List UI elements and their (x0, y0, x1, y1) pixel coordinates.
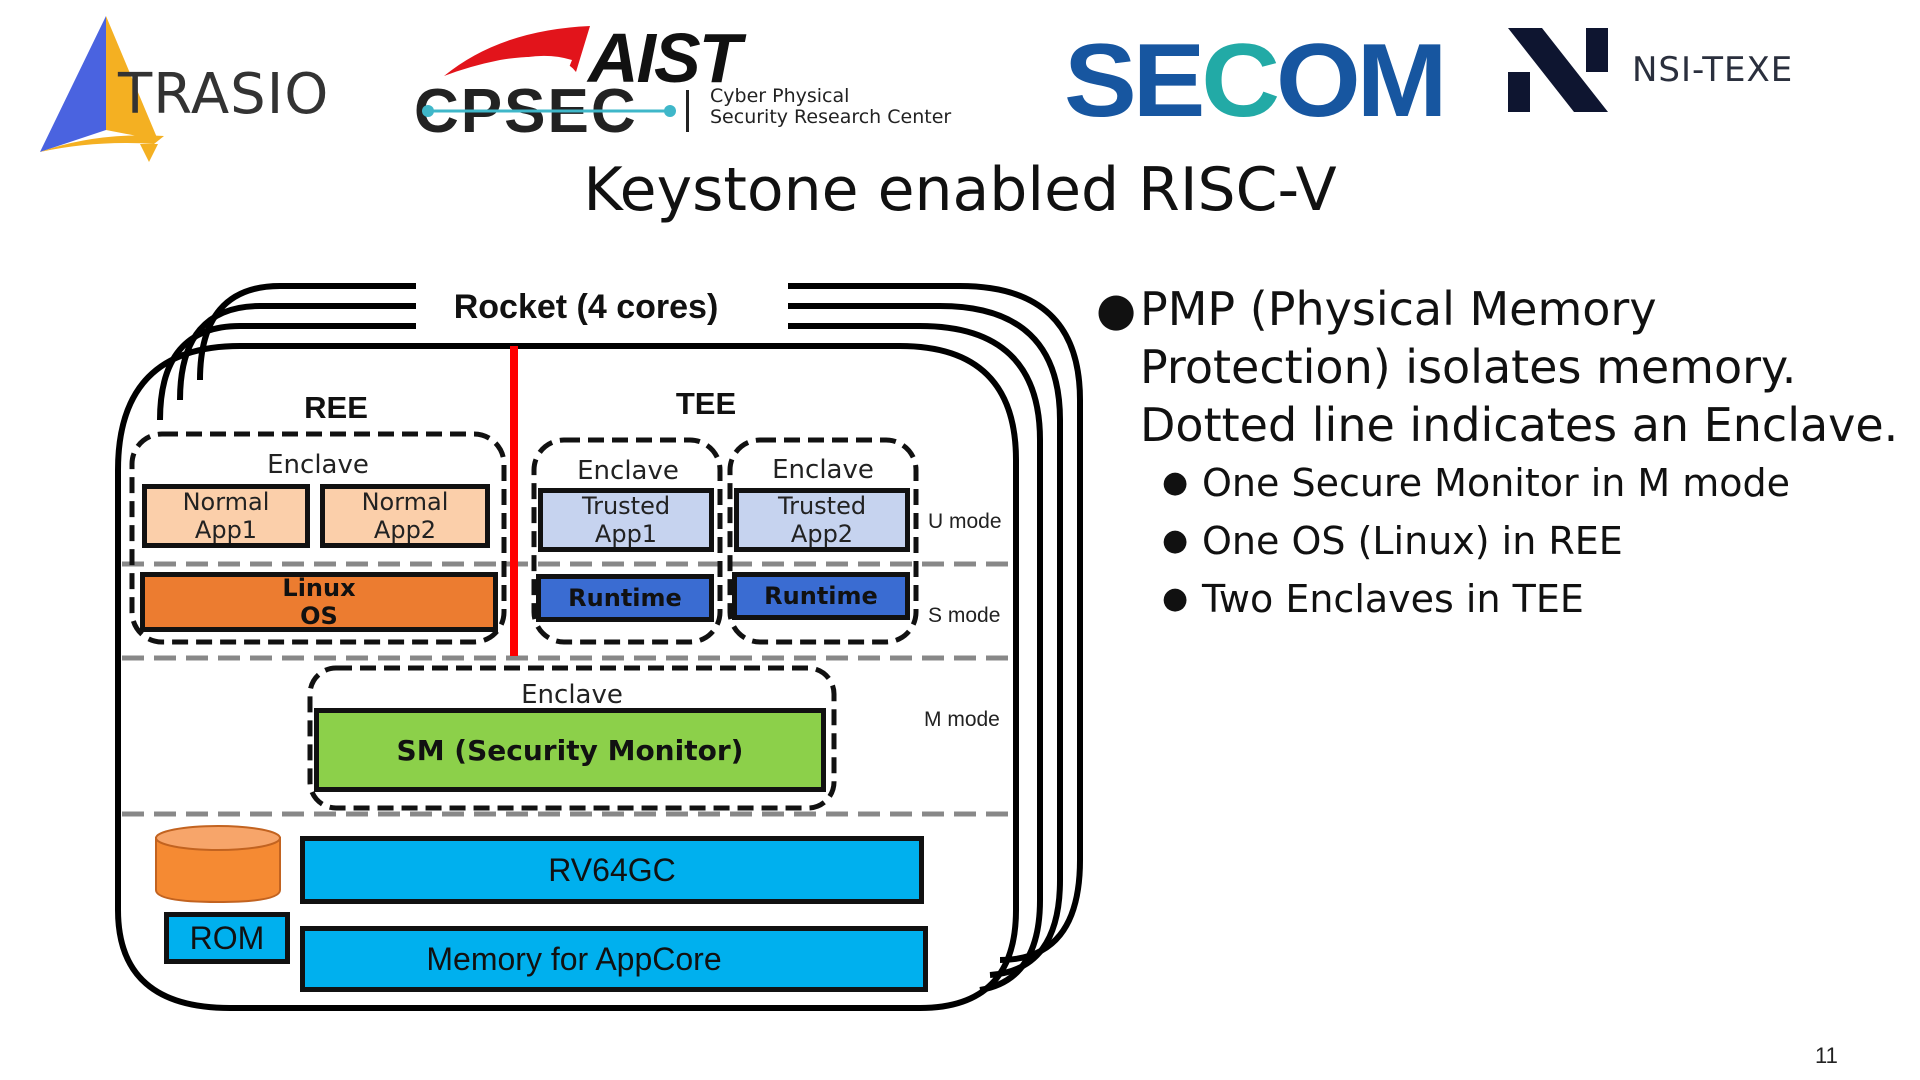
cpsec-divider (686, 90, 689, 132)
secom-logo-c: C (1201, 23, 1280, 139)
bullet-dot-icon: ● (1096, 282, 1137, 336)
memory-appcore-label: Memory for AppCore (426, 940, 722, 977)
normal-app2-line1: Normal (361, 488, 449, 516)
mode-dividers (122, 561, 1010, 817)
cpsec-subtitle-line1: Cyber Physical (710, 85, 850, 107)
sub-bullet-item: ● One OS (Linux) in REE (1162, 512, 1790, 570)
normal-app1-line2: App1 (194, 516, 258, 544)
tee-enclave1-label: Enclave (577, 456, 679, 486)
trasio-logo-text: TRASIO (118, 62, 330, 127)
ree-label: REE (304, 390, 368, 425)
page-number: 11 (1815, 1043, 1838, 1068)
runtime2-box: Runtime (732, 572, 910, 620)
ree-enclave-outline (129, 431, 507, 645)
trusted-app1-line2: App1 (594, 520, 658, 548)
trasio-sail-icon (40, 16, 164, 162)
slide-title: Keystone enabled RISC-V (583, 155, 1337, 225)
s-mode-label: S mode (928, 604, 1001, 627)
tee-enclave1-outline (531, 437, 723, 645)
linux-os-line2: OS (300, 602, 338, 630)
ree-enclave-label: Enclave (267, 450, 369, 480)
cpsec-subtitle: Cyber Physical Security Research Center (710, 86, 951, 128)
sub-bullet-text: Two Enclaves in TEE (1202, 577, 1584, 621)
nsi-n-mark-icon (1508, 28, 1608, 112)
rom-box: ROM (164, 912, 290, 964)
runtime1-label: Runtime (568, 584, 682, 612)
sub-bullet-text: One Secure Monitor in M mode (1202, 461, 1791, 505)
sub-bullet-item: ● Two Enclaves in TEE (1162, 570, 1790, 628)
sm-enclave-label: Enclave (521, 680, 623, 710)
core-stack-outlines (115, 283, 1083, 1011)
runtime2-label: Runtime (764, 582, 878, 610)
normal-app1-line1: Normal (182, 488, 270, 516)
trusted-app2-line2: App2 (790, 520, 854, 548)
core-outline-2 (157, 323, 1043, 993)
bullet-dot-icon: ● (1162, 465, 1189, 500)
sub-bullet-item: ● One Secure Monitor in M mode (1162, 454, 1791, 512)
secom-logo-part: OM (1275, 23, 1448, 139)
main-bullet-line2: Protection) isolates memory. (1140, 340, 1797, 394)
secom-logo-part: SE (1064, 23, 1205, 139)
rom-label: ROM (189, 919, 265, 956)
bullet-dot-icon: ● (1162, 581, 1189, 616)
aist-swoosh-icon (444, 26, 590, 76)
security-monitor-box: SM (Security Monitor) (314, 708, 826, 792)
normal-app2-line2: App2 (373, 516, 437, 544)
aist-logo-text: AIST (588, 19, 741, 97)
bullet-dot-icon: ● (1162, 523, 1189, 558)
secom-logo: SECOM (1064, 22, 1448, 141)
nsi-texe-text: NSI-TEXE (1632, 50, 1794, 90)
main-bullet-line3: Dotted line indicates an Enclave. (1140, 398, 1899, 452)
m-mode-label: M mode (924, 708, 1000, 731)
tee-enclave2-label: Enclave (772, 455, 874, 485)
security-monitor-label: SM (Security Monitor) (396, 733, 744, 767)
rv64gc-label: RV64GC (548, 851, 676, 888)
main-bullet-line1: PMP (Physical Memory (1140, 282, 1657, 336)
sub-bullet-text: One OS (Linux) in REE (1202, 519, 1623, 563)
rv64gc-box: RV64GC (300, 836, 924, 904)
runtime1-box: Runtime (536, 574, 714, 622)
trusted-app1-line1: Trusted (581, 492, 671, 520)
trusted-app2-line1: Trusted (777, 492, 867, 520)
main-bullet: ● PMP (Physical Memory Protection) isola… (1096, 280, 1899, 454)
linux-os-line1: Linux (282, 574, 356, 602)
enclave-outlines (129, 431, 919, 811)
core-outline-main (115, 343, 1019, 1011)
sm-enclave-outline (307, 665, 837, 811)
tee-enclave2-outline (727, 437, 919, 645)
cpsec-circuit-line-icon (422, 105, 676, 117)
u-mode-label: U mode (928, 510, 1002, 533)
storage-cylinder-icon (155, 825, 281, 904)
core-outline-3 (177, 303, 1063, 978)
tee-label: TEE (675, 386, 737, 421)
memory-appcore-box: Memory for AppCore (300, 926, 928, 992)
cpsec-subtitle-line2: Security Research Center (710, 106, 952, 128)
sub-bullet-list: ● One Secure Monitor in M mode ● One OS (L… (1162, 454, 1791, 628)
rocket-label: Rocket (4 cores) (453, 288, 719, 326)
